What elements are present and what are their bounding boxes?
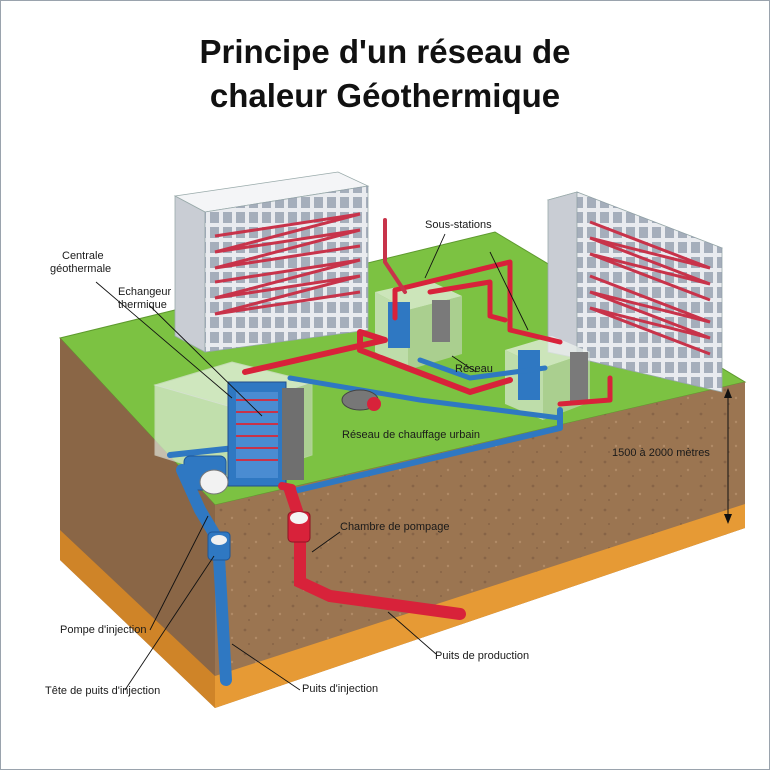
label-reseau: Réseau xyxy=(455,363,493,375)
production-pump-chamber xyxy=(287,511,311,543)
title-line-1: Principe d'un réseau de xyxy=(199,33,571,70)
aquifer-layer-left xyxy=(60,530,215,708)
injection-pump-surface xyxy=(183,455,229,495)
label-tete-puits: Tête de puits d'injection xyxy=(45,685,160,697)
label-depth: 1500 à 2000 mètres xyxy=(612,447,710,459)
label-pompe-injection: Pompe d'injection xyxy=(60,624,147,636)
depth-dimension xyxy=(724,388,732,524)
building-heating-coils xyxy=(214,212,711,356)
label-reseau-chauffage: Réseau de chauffage urbain xyxy=(342,429,480,441)
title-line-2: chaleur Géothermique xyxy=(209,77,561,114)
production-well xyxy=(278,482,466,620)
building-right xyxy=(546,191,724,393)
injection-well xyxy=(176,464,232,686)
label-chambre-pompage: Chambre de pompage xyxy=(340,521,449,533)
label-centrale-2: géothermale xyxy=(50,263,111,275)
injection-wellhead xyxy=(207,531,231,561)
leader-lines xyxy=(95,233,529,691)
diagram-title: Principe d'un réseau de chaleur Géotherm… xyxy=(0,30,770,118)
label-sous-stations: Sous-stations xyxy=(425,219,492,231)
label-puits-injection: Puits d'injection xyxy=(302,683,378,695)
diagram-labels: Centrale géothermale Echangeur thermique… xyxy=(45,219,710,697)
soil-front-texture xyxy=(215,382,745,708)
substation-1 xyxy=(375,280,462,370)
label-echangeur-1: Echangeur xyxy=(118,286,172,298)
label-centrale-1: Centrale xyxy=(62,250,104,262)
label-puits-production: Puits de production xyxy=(435,650,529,662)
substation-2 xyxy=(505,336,590,420)
soil-left-face xyxy=(60,338,215,708)
aquifer-layer-front xyxy=(215,504,745,708)
heat-exchanger xyxy=(227,381,304,487)
network-pump xyxy=(341,389,381,411)
label-echangeur-2: thermique xyxy=(118,299,167,311)
